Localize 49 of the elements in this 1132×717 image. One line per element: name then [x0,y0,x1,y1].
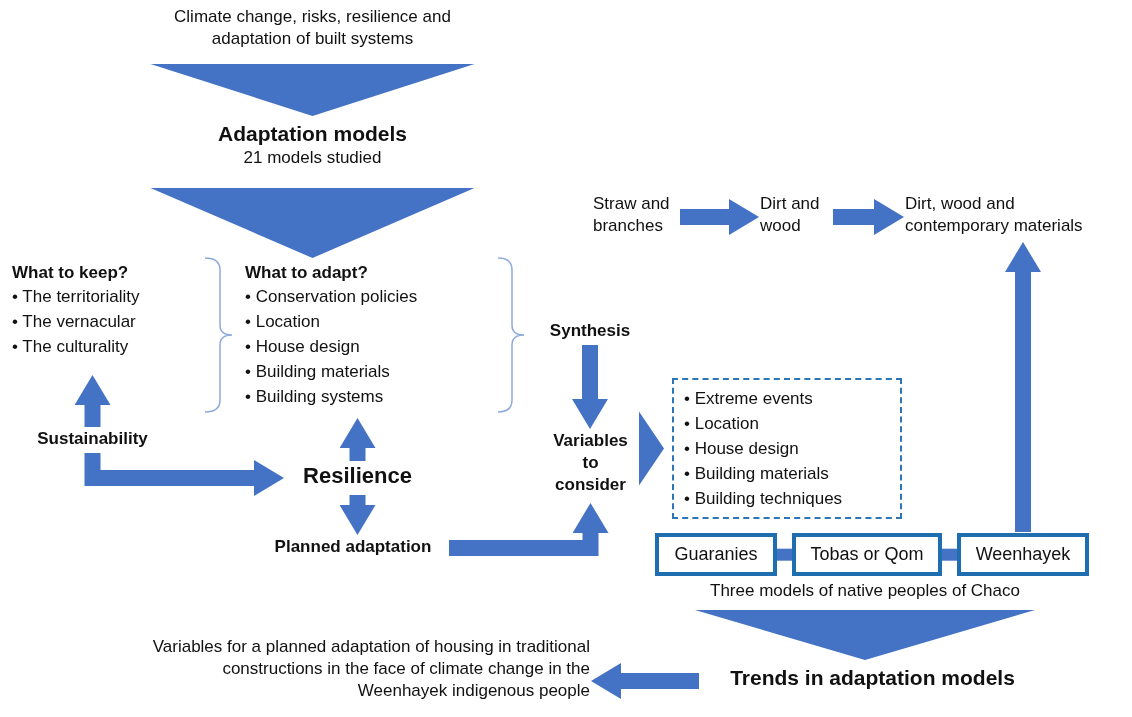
subheading-text: 21 models studied [242,147,383,170]
chevron-arrow [150,64,475,116]
caption-text: Three models of native peoples of Chaco [670,580,1060,604]
block-arrow [572,345,608,429]
heading-text: Adaptation models [217,121,408,147]
step-label: Resilience [285,462,430,494]
list-item: • Extreme events [684,388,814,410]
block-arrow [74,375,111,427]
list-item: • Conservation policies [245,286,419,309]
dashed-box [672,378,902,519]
step-label: Planned adaptation [258,536,448,560]
list-item: • The culturality [12,336,130,359]
model-box: Weenhayek [957,533,1089,577]
step-label: Sustainability [20,428,165,452]
heading-text: Climate change, risks, resilience and adaptation of built systems [140,6,485,58]
model-box: Guaranies [655,533,777,577]
list-item: • The vernacular [12,311,137,334]
list-item: • Building techniques [684,488,844,510]
list-item: • Building systems [245,386,385,409]
block-arrow [591,663,699,699]
block-arrow [339,495,376,535]
heading-text: Trends in adaptation models [700,664,1045,698]
conclusion-text: Variables for a planned adaptation of housing in traditional constructions in the face of climate change in the Weenhayek indigenous people [135,636,590,712]
heading-text: What to adapt? [245,262,369,284]
heading-text: What to keep? [12,262,130,284]
list-item: • Building materials [684,463,830,485]
connector-bar [777,548,792,561]
list-item: • Location [684,413,760,435]
model-box: Tobas or Qom [792,533,942,577]
block-arrow [339,418,376,461]
list-item: • House design [684,438,800,460]
stage-label: Dirt and wood [760,193,832,241]
block-arrow [680,199,759,235]
list-item: • Location [245,311,321,334]
list-item: • The territoriality [12,286,141,309]
chevron-arrow [639,411,664,486]
step-label: Synthesis [540,320,640,344]
chevron-arrow [150,188,475,258]
stage-label: Straw and branches [593,193,679,241]
block-arrow [1005,242,1041,532]
block-arrow [833,199,904,235]
list-item: • Building materials [245,361,391,384]
block-arrow [84,453,284,496]
chevron-arrow [695,610,1035,660]
stage-label: Dirt, wood and contemporary materials [905,193,1110,241]
block-arrow [449,503,609,556]
connector-bar [942,548,957,561]
list-item: • House design [245,336,361,359]
step-label: Variables to consider [548,430,633,502]
